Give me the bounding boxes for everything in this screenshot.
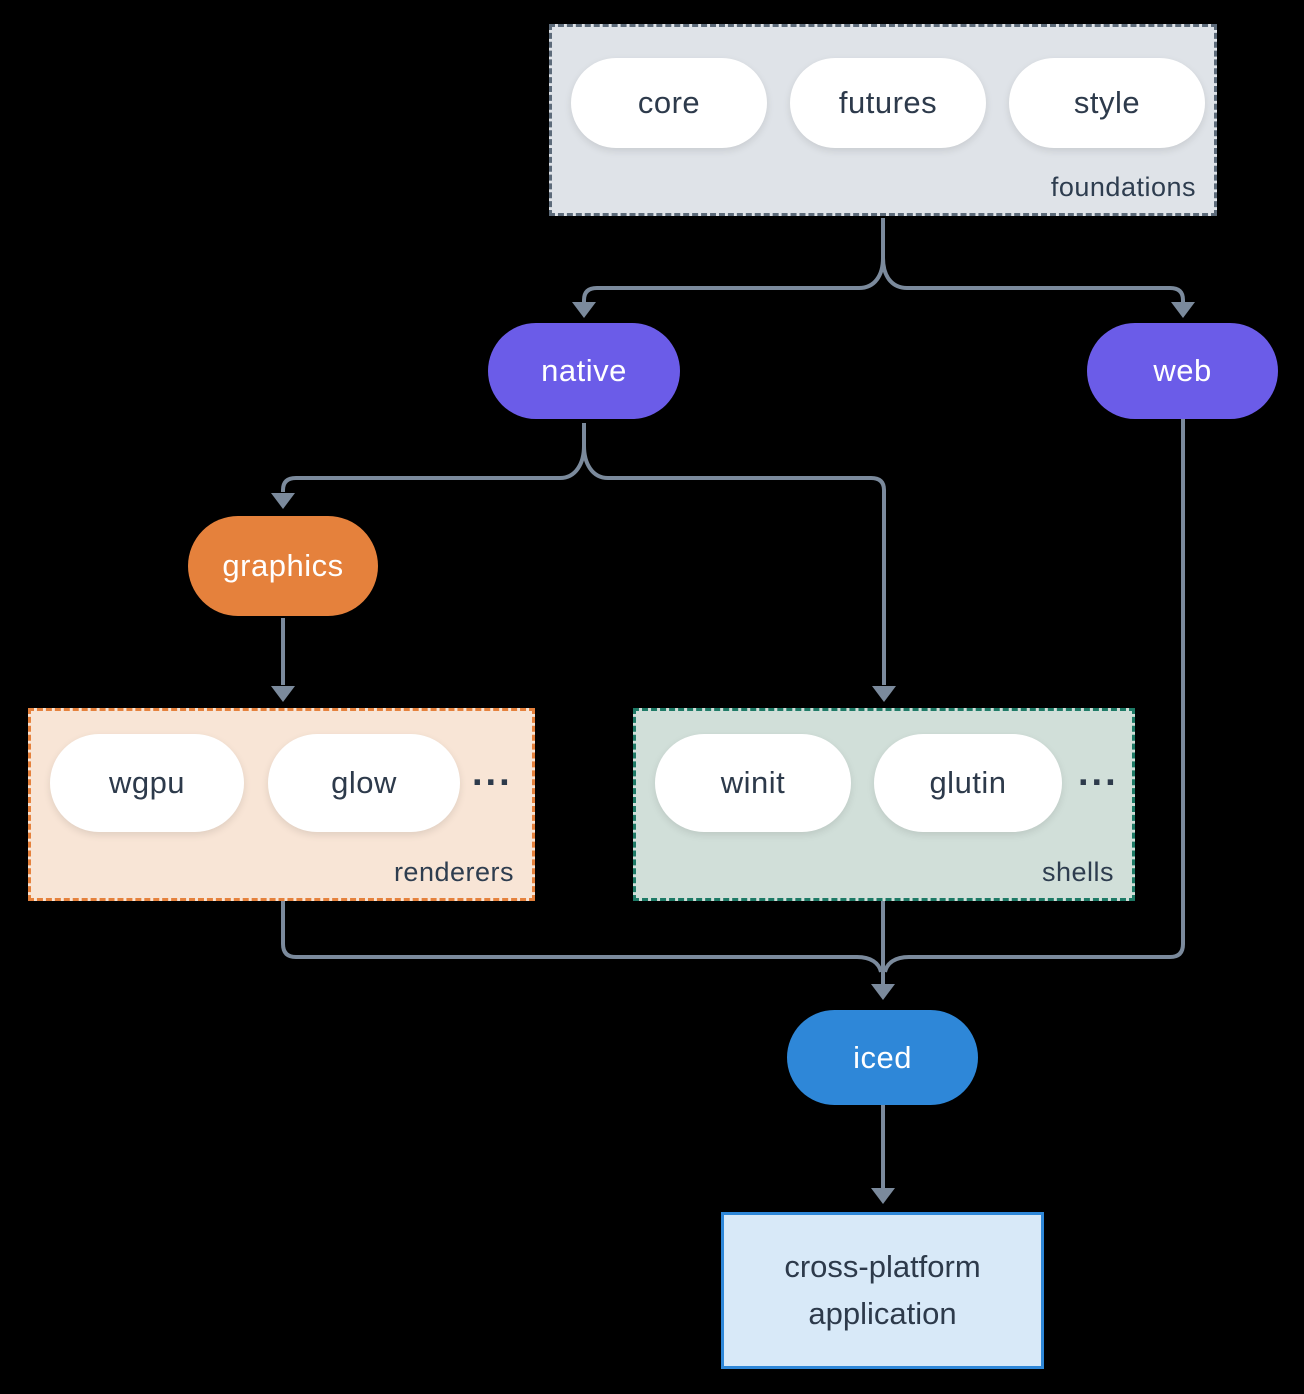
arrowhead-into-native xyxy=(572,302,596,318)
node-graphics-label: graphics xyxy=(222,548,344,583)
node-style: style xyxy=(1009,58,1205,148)
node-winit-label: winit xyxy=(720,765,786,800)
application-box-label: cross-platform application xyxy=(784,1249,981,1331)
arrowhead-into-application xyxy=(871,1188,895,1204)
node-web: web xyxy=(1087,323,1278,419)
node-futures-label: futures xyxy=(838,85,938,120)
node-glutin: glutin xyxy=(874,734,1062,832)
node-native-label: native xyxy=(541,353,627,388)
connector-foundations-web xyxy=(881,257,1185,302)
arrowhead-into-shells xyxy=(872,686,896,702)
renderers-ellipsis: ... xyxy=(472,752,513,794)
connector-native-shells xyxy=(582,445,886,685)
node-core: core xyxy=(571,58,767,148)
node-glow-label: glow xyxy=(331,765,397,800)
arrowhead-into-graphics xyxy=(271,493,295,509)
node-wgpu: wgpu xyxy=(50,734,244,832)
node-glutin-label: glutin xyxy=(929,765,1007,800)
connector-native-graphics xyxy=(281,445,586,492)
node-glow: glow xyxy=(268,734,460,832)
node-style-label: style xyxy=(1073,85,1141,120)
node-web-label: web xyxy=(1153,353,1212,388)
node-winit: winit xyxy=(655,734,851,832)
node-wgpu-label: wgpu xyxy=(108,765,186,800)
arrowhead-into-web xyxy=(1171,302,1195,318)
node-futures: futures xyxy=(790,58,986,148)
node-core-label: core xyxy=(637,85,701,120)
node-iced: iced xyxy=(787,1010,978,1105)
node-native: native xyxy=(488,323,680,419)
node-iced-label: iced xyxy=(853,1039,912,1075)
connector-foundations-native xyxy=(582,257,885,302)
node-graphics: graphics xyxy=(188,516,378,616)
foundations-group-label: foundations xyxy=(1050,172,1196,202)
shells-ellipsis: ... xyxy=(1078,752,1119,794)
connector-renderers-merge xyxy=(281,901,883,973)
renderers-group-label: renderers xyxy=(393,857,514,887)
application-box: cross-platform application xyxy=(721,1212,1044,1369)
arrowhead-into-iced xyxy=(871,984,895,1000)
shells-group-label: shells xyxy=(1041,857,1114,887)
arrowhead-into-renderers xyxy=(271,686,295,702)
